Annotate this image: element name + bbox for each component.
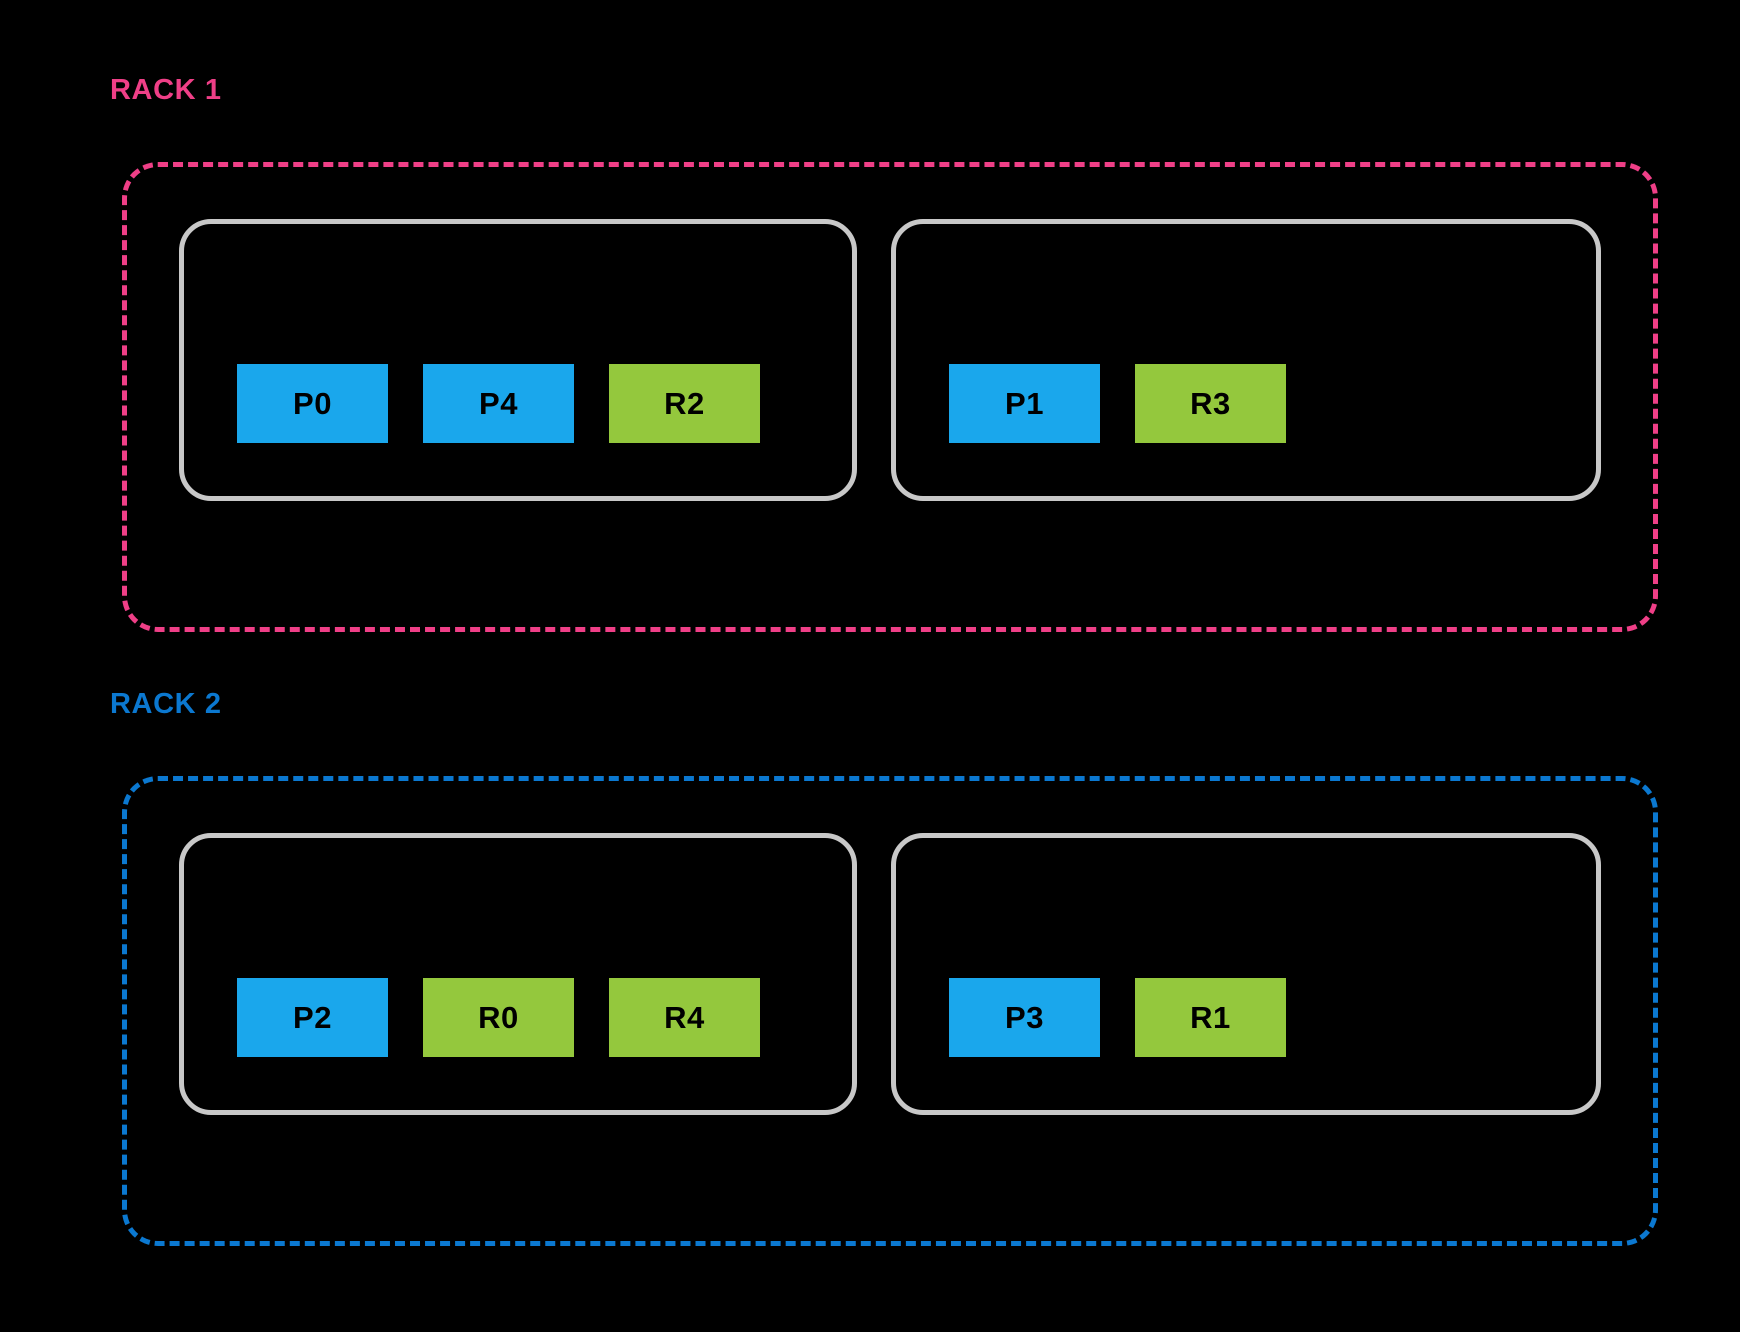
node-chip-row-4: P3 R1	[896, 978, 1596, 1057]
chip-p0[interactable]: P0	[237, 364, 388, 443]
chip-p1[interactable]: P1	[949, 364, 1100, 443]
node-box-4: P3 R1	[891, 833, 1601, 1115]
chip-r4[interactable]: R4	[609, 978, 760, 1057]
chip-p3[interactable]: P3	[949, 978, 1100, 1057]
rack-group-2: RACK 2 P2 R0 R4 P3 R1	[0, 614, 1740, 1274]
chip-r1[interactable]: R1	[1135, 978, 1286, 1057]
chip-r3[interactable]: R3	[1135, 364, 1286, 443]
rack-label-2: RACK 2	[110, 688, 222, 720]
node-chip-row-2: P1 R3	[896, 364, 1596, 443]
rack-label-1: RACK 1	[110, 74, 222, 106]
node-chip-row-1: P0 P4 R2	[184, 364, 852, 443]
rack-group-1: RACK 1 P0 P4 R2 P1 R3	[0, 0, 1740, 660]
node-box-2: P1 R3	[891, 219, 1601, 501]
chip-r2[interactable]: R2	[609, 364, 760, 443]
chip-p4[interactable]: P4	[423, 364, 574, 443]
node-box-1: P0 P4 R2	[179, 219, 857, 501]
rack-boundary-1	[122, 162, 1658, 632]
chip-p2[interactable]: P2	[237, 978, 388, 1057]
node-box-3: P2 R0 R4	[179, 833, 857, 1115]
chip-r0[interactable]: R0	[423, 978, 574, 1057]
rack-boundary-2	[122, 776, 1658, 1246]
node-chip-row-3: P2 R0 R4	[184, 978, 852, 1057]
